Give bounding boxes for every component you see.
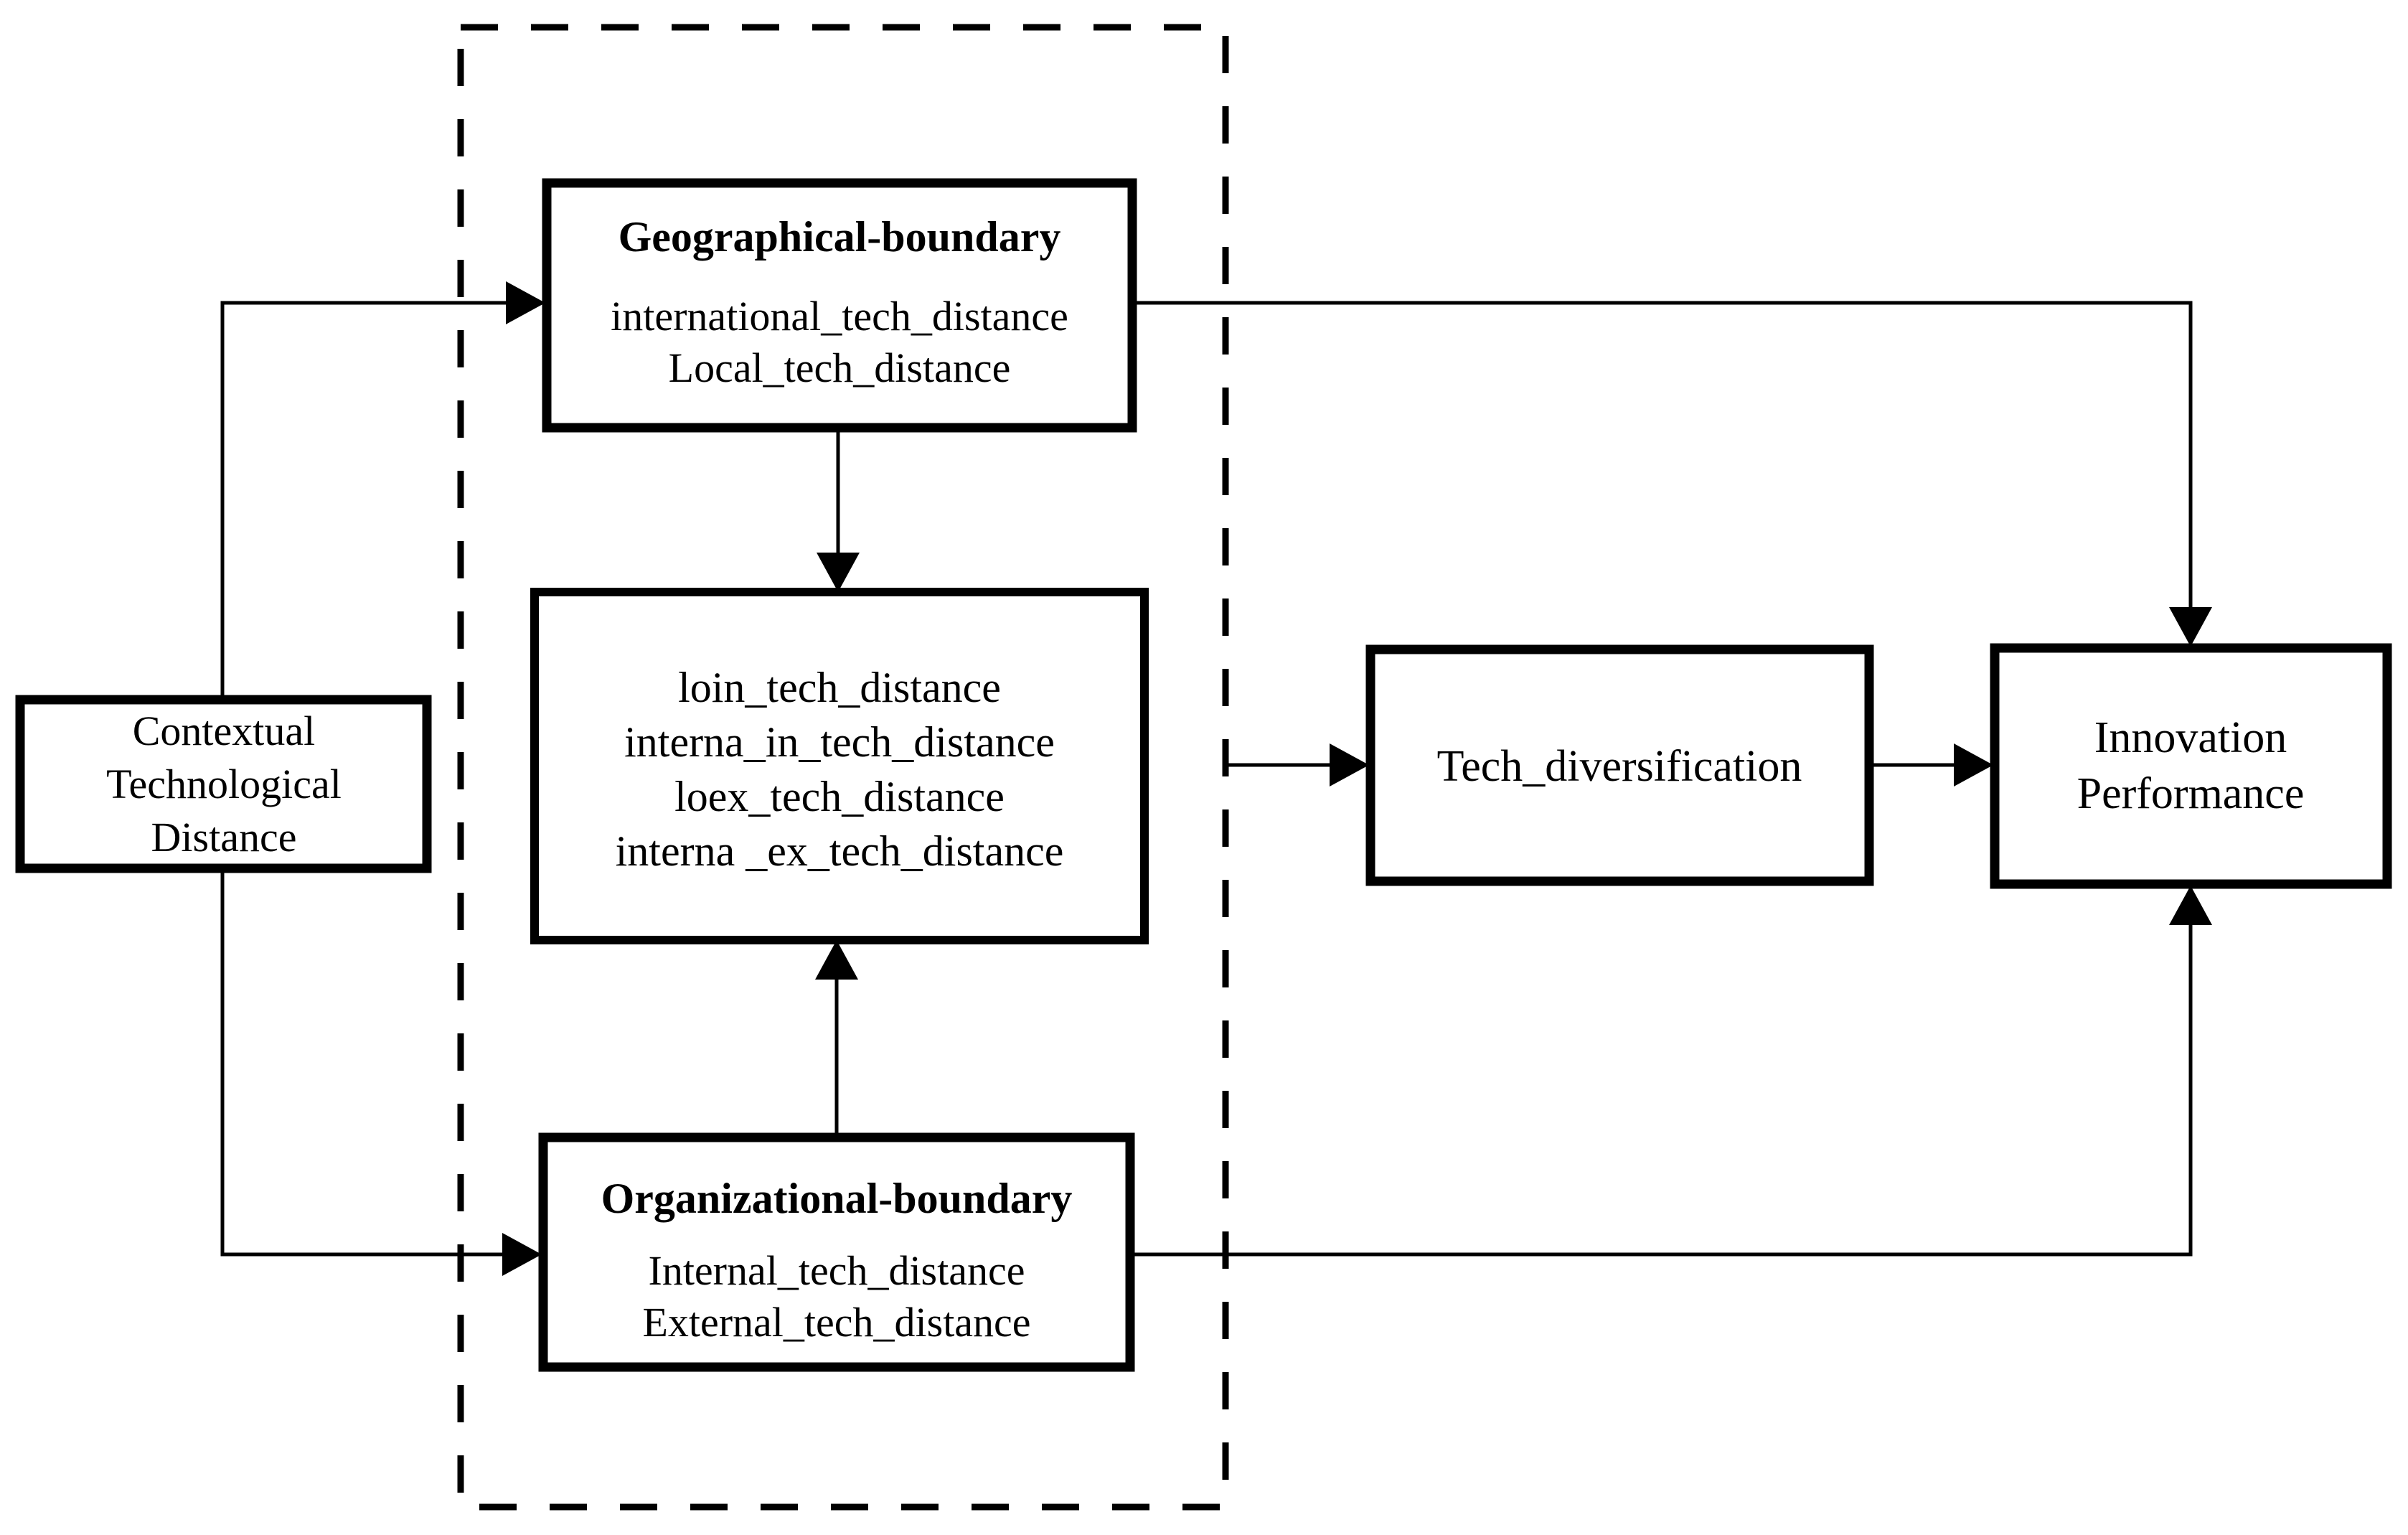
connector-lines <box>220 281 2212 1276</box>
tech-box-rect <box>1365 644 1874 886</box>
geographical-box-rect <box>542 178 1137 433</box>
combined-item-3: loex_tech_distance <box>674 773 1005 820</box>
contextual-line-3: Distance <box>151 814 297 860</box>
arrowhead-into-organizational <box>502 1233 542 1276</box>
arrowhead-into-innovation-bottom <box>2169 886 2212 925</box>
arrowhead-into-tech <box>1330 743 1369 787</box>
innovation-line-1: Innovation <box>2094 713 2287 762</box>
connector-contextual-to-geographical <box>220 301 509 700</box>
organizational-item-1: Internal_tech_distance <box>649 1247 1025 1294</box>
combined-item-1: loin_tech_distance <box>678 664 1001 711</box>
box-innovation-performance: Innovation Performance <box>1990 643 2392 889</box>
contextual-line-2: Technological <box>106 761 342 807</box>
combined-item-2: interna_in_tech_distance <box>624 718 1055 766</box>
organizational-item-2: External_tech_distance <box>642 1299 1030 1346</box>
box-tech-diversification: Tech_diversification <box>1365 644 1874 886</box>
box-geographical-boundary: Geographical-boundary international_tech… <box>542 178 1137 433</box>
arrowhead-into-geographical <box>506 281 545 324</box>
combined-box-rect <box>530 588 1149 944</box>
geographical-title: Geographical-boundary <box>619 213 1061 260</box>
boundary-dashed-container <box>457 24 1229 1511</box>
connector-contextual-to-organizational <box>220 868 504 1257</box>
geographical-item-1: international_tech_distance <box>611 293 1068 339</box>
arrowhead-down-into-combined <box>817 553 860 592</box>
geographical-item-2: Local_tech_distance <box>669 344 1011 391</box>
innovation-box-rect <box>1990 643 2392 889</box>
contextual-line-1: Contextual <box>133 708 316 754</box>
arrowhead-into-innovation-left <box>1954 743 1993 787</box>
organizational-box-rect <box>538 1132 1135 1372</box>
connector-geographical-to-innovation <box>1132 301 2193 610</box>
combined-item-4: interna _ex_tech_distance <box>616 827 1064 875</box>
box-contextual-technological-distance: Contextual Technological Distance <box>15 695 432 873</box>
box-organizational-boundary: Organizational-boundary Internal_tech_di… <box>538 1132 1135 1372</box>
connector-organizational-to-innovation <box>1130 922 2193 1257</box>
box-combined-distances: loin_tech_distance interna_in_tech_dista… <box>530 588 1149 944</box>
arrowhead-into-innovation-top <box>2169 607 2212 647</box>
organizational-title: Organizational-boundary <box>601 1175 1073 1222</box>
arrowhead-up-into-combined <box>815 940 858 980</box>
tech-diversification-label: Tech_diversification <box>1437 742 1802 791</box>
contextual-box-rect <box>15 695 432 873</box>
innovation-line-2: Performance <box>2077 769 2305 818</box>
